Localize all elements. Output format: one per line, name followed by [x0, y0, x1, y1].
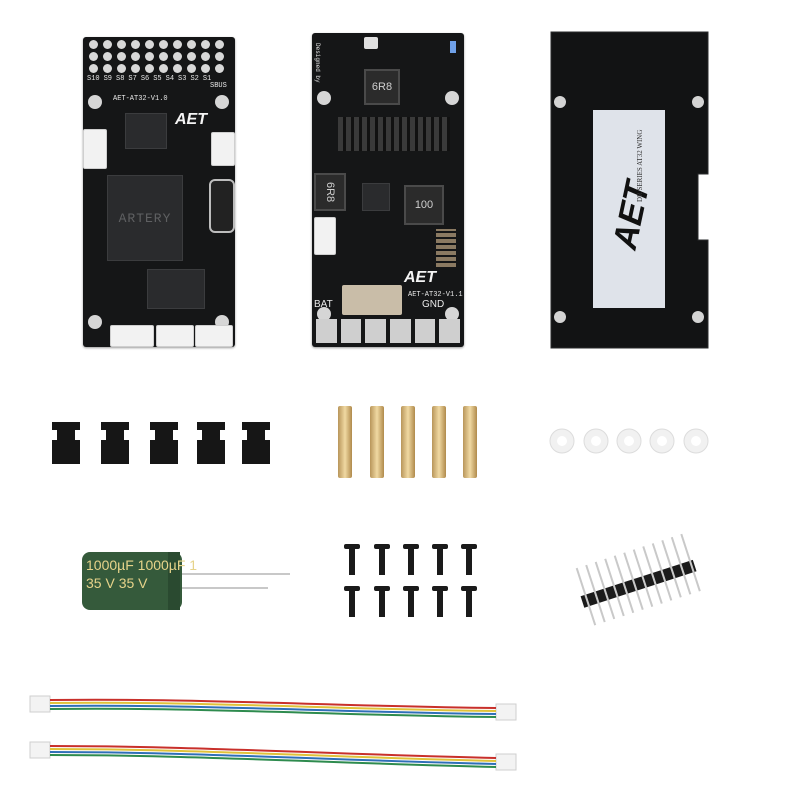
mount-hole	[88, 315, 102, 329]
pad-label: S1	[202, 75, 212, 83]
jst-cable	[29, 740, 520, 776]
pad-labels-row: S10 S9 S8 S7 S6 S5 S4 S3 S2 S1	[87, 75, 211, 83]
mount-hole	[445, 307, 459, 321]
pad-label: S5	[153, 75, 162, 83]
solder-pads	[316, 319, 461, 343]
inductor: 6R8	[364, 69, 400, 105]
bottom-connector	[156, 325, 194, 347]
pin-header-strip	[574, 533, 701, 626]
jst-cable	[29, 690, 520, 726]
side-connector	[314, 217, 336, 255]
wing-plate-shape	[550, 31, 709, 349]
inductor: 6R8	[314, 173, 346, 211]
series-label: DR SERIES AT32 WING	[636, 129, 644, 202]
rubber-dampers	[52, 422, 270, 464]
bottom-connector	[195, 325, 233, 347]
board-model: AET-AT32-V1.0	[113, 95, 168, 103]
flight-controller-board: S10 S9 S8 S7 S6 S5 S4 S3 S2 S1 AET-AT32-…	[83, 37, 235, 347]
aet-logo: AET	[404, 269, 436, 286]
mount-hole	[317, 307, 331, 321]
sbus-label: SBUS	[210, 82, 227, 90]
pad-label: S10	[87, 75, 100, 83]
sensor-chip	[125, 113, 167, 149]
electrolytic-capacitor: 1000µF 1000µF 1 35 V 35 V	[82, 550, 292, 612]
pad-label: S7	[128, 75, 137, 83]
mcu-brand: ARTERY	[118, 210, 172, 226]
aet-logo: AET	[175, 111, 207, 128]
board-model: AET-AT32-V1.1	[408, 291, 463, 299]
capacitor-label: 1000µF 1000µF 1 35 V 35 V	[86, 556, 198, 592]
nylon-washers-row	[548, 426, 714, 456]
nylon-washers	[549, 428, 709, 454]
wing-plate: AET DR SERIES AT32 WING	[548, 31, 711, 349]
mount-hole	[88, 95, 102, 109]
designer-credit: Designed by	[314, 43, 321, 83]
mcu-chip: ARTERY	[107, 175, 183, 261]
side-connector	[83, 129, 107, 169]
pad-label: S3	[178, 75, 187, 83]
pin-header-row	[338, 117, 450, 151]
power-distribution-board: Designed by 6R8 6R8 100 AET AET-AT32-V1.…	[312, 33, 464, 347]
cable-1	[29, 695, 517, 721]
pad-label: S8	[116, 75, 125, 83]
side-connector	[211, 132, 235, 166]
regulator-chip	[362, 183, 390, 211]
brass-standoffs-row	[336, 404, 484, 480]
capacitor-bank	[436, 229, 456, 267]
screws	[344, 544, 477, 617]
rubber-dampers-row	[50, 418, 290, 468]
usb-c-port	[209, 179, 235, 233]
status-led	[450, 41, 456, 53]
capacitor-voltage: 35 V 35 V	[86, 575, 148, 591]
mount-hole	[215, 95, 229, 109]
inductor: 100	[404, 185, 444, 225]
screws-grid	[342, 544, 482, 620]
pad-label: S6	[140, 75, 150, 83]
gnd-label: GND	[422, 299, 445, 310]
pad-label: S9	[103, 75, 113, 83]
pad-label: S2	[190, 75, 199, 83]
bat-label: BAT	[314, 299, 333, 310]
pad-label: S4	[165, 75, 175, 83]
power-pad	[342, 285, 402, 315]
cable-2	[29, 741, 517, 771]
capacitor-rating: 1000µF 1000µF 1	[86, 557, 198, 573]
driver-chip	[147, 269, 205, 309]
button	[364, 37, 378, 49]
mount-hole	[317, 91, 331, 105]
mount-hole	[445, 91, 459, 105]
brass-standoffs	[338, 406, 477, 478]
pin-header-grid	[89, 40, 225, 73]
bottom-connector	[110, 325, 154, 347]
pin-header	[575, 533, 701, 626]
capacitor-shape	[82, 552, 290, 610]
